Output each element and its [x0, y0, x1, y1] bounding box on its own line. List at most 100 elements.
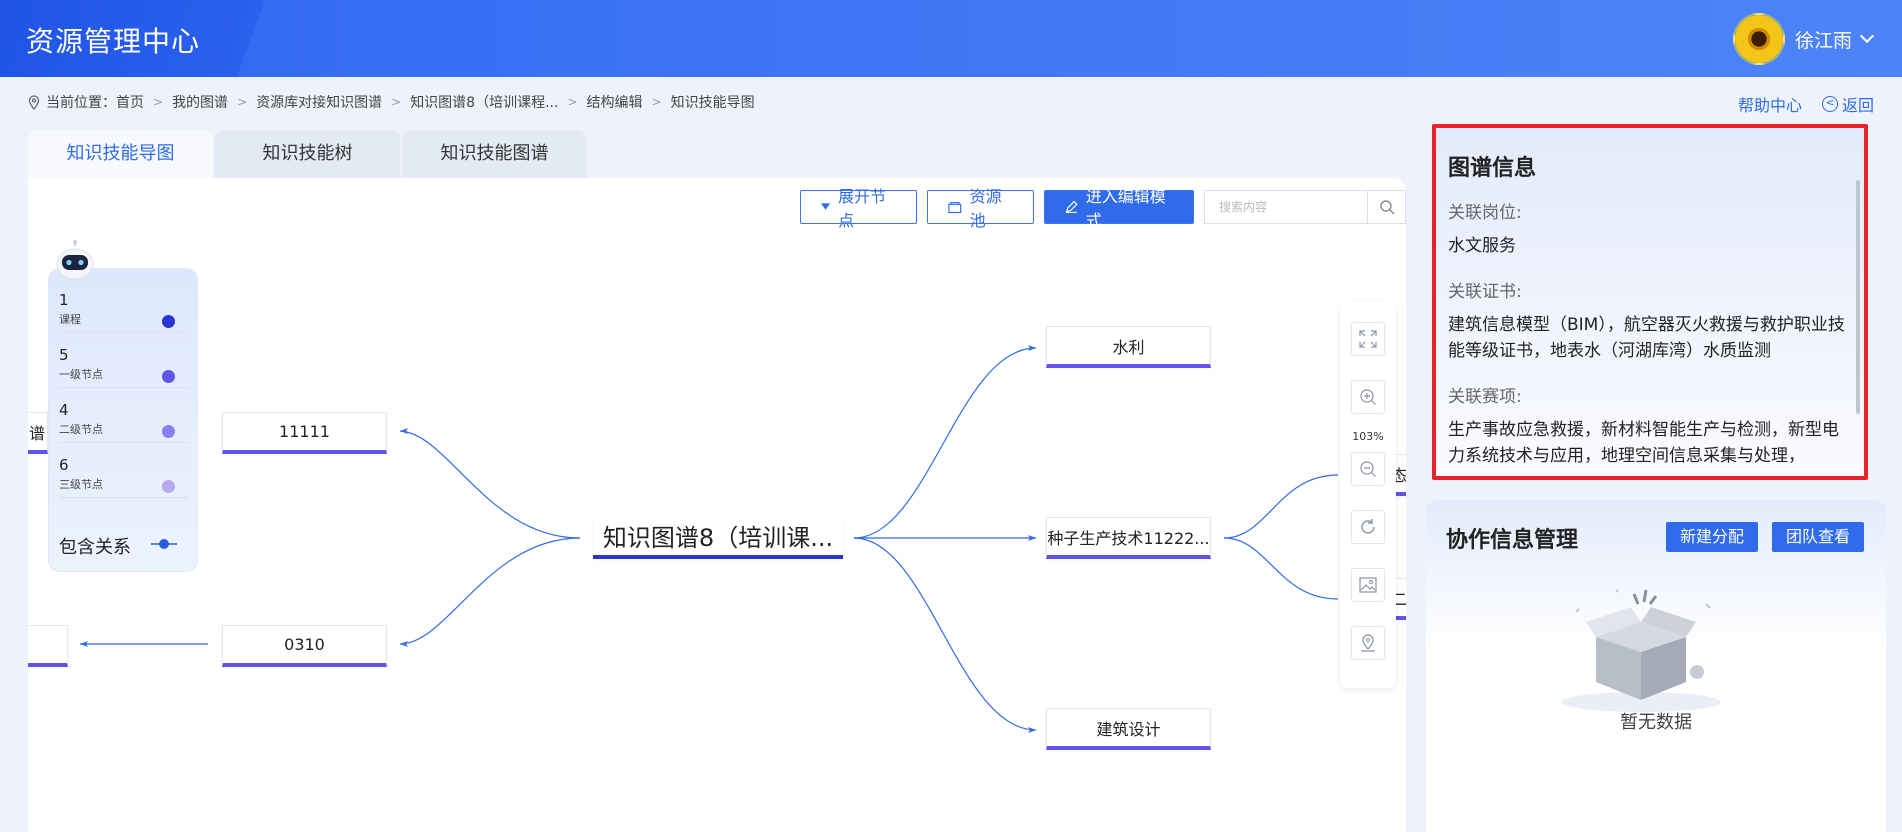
- location-pin-icon: [28, 94, 40, 110]
- zoom-in-button[interactable]: [1351, 380, 1385, 414]
- breadcrumb-item-graph[interactable]: 知识图谱8（培训课程...: [410, 95, 559, 111]
- mindmap-node[interactable]: 11111: [222, 412, 387, 454]
- search-box: 搜索内容: [1204, 190, 1406, 224]
- relation-label: 包含关系: [59, 537, 131, 558]
- graph-info-panel: 图谱信息 关联岗位: 水文服务 关联证书: 建筑信息模型（BIM），航空器灭火救…: [1432, 124, 1868, 480]
- view-tabs: 知识技能导图 知识技能树 知识技能图谱: [28, 130, 587, 178]
- breadcrumb-item-my-graphs[interactable]: 我的图谱: [172, 95, 229, 111]
- mindmap-center-node[interactable]: 知识图谱8（培训课...: [593, 515, 843, 559]
- top-bar-accent: [0, 0, 350, 77]
- mindmap-canvas[interactable]: 展开节点 资源池 进入编辑模式 搜索内容: [28, 178, 1406, 832]
- chevron-right-icon: >: [567, 95, 578, 109]
- image-icon: [1359, 577, 1377, 593]
- partial-left-text: 谱: [28, 423, 45, 443]
- breadcrumb: 当前位置： 首页 > 我的图谱 > 资源库对接知识图谱 > 知识图谱8（培训课程…: [28, 92, 755, 112]
- legend-label: 课程: [59, 313, 81, 326]
- legend-item-level1: 5 一级节点: [59, 346, 189, 388]
- related-contest-label: 关联赛项:: [1448, 387, 1522, 407]
- app-title: 资源管理中心: [26, 25, 201, 58]
- chevron-right-icon: >: [651, 95, 662, 109]
- empty-box-icon: [1561, 589, 1721, 712]
- box-icon: [948, 201, 962, 213]
- empty-state-text: 暂无数据: [1620, 712, 1692, 733]
- legend-count: 4: [59, 401, 69, 419]
- mindmap-node[interactable]: 0310: [222, 625, 387, 667]
- resource-pool-label: 资源池: [969, 187, 1002, 230]
- legend-dot: [162, 425, 175, 438]
- legend-item-level2: 4 二级节点: [59, 401, 189, 443]
- enter-edit-mode-button[interactable]: 进入编辑模式: [1044, 187, 1195, 230]
- refresh-button[interactable]: [1351, 510, 1385, 544]
- mindmap-node[interactable]: 水利: [1046, 326, 1211, 368]
- back-label[interactable]: 返回: [1841, 96, 1874, 115]
- legend-label: 二级节点: [59, 423, 103, 436]
- legend-count: 1: [59, 291, 69, 309]
- collab-panel: 协作信息管理 新建分配 团队查看 暂无数据: [1426, 500, 1886, 832]
- enter-edit-mode-label: 进入编辑模式: [1085, 187, 1166, 230]
- tab-skill-tree[interactable]: 知识技能树: [215, 130, 400, 178]
- relation-line-icon: [151, 539, 177, 549]
- breadcrumb-item-structure-edit[interactable]: 结构编辑: [586, 95, 643, 111]
- location-icon: [1361, 634, 1375, 652]
- robot-assistant-icon[interactable]: [55, 240, 95, 280]
- mindmap-node-partial[interactable]: [28, 625, 68, 667]
- divider: [59, 442, 189, 443]
- back-arrow-icon: <: [1821, 96, 1838, 112]
- zoom-out-button[interactable]: [1351, 452, 1385, 486]
- divider: [59, 332, 189, 333]
- related-post-value: 水文服务: [1448, 236, 1516, 256]
- locate-button[interactable]: [1351, 626, 1385, 660]
- canvas-toolbar: 展开节点 资源池 进入编辑模式 搜索内容: [800, 187, 1406, 230]
- zoom-level: 103%: [1352, 430, 1384, 443]
- search-button[interactable]: [1368, 190, 1406, 224]
- related-cert-label: 关联证书:: [1448, 282, 1522, 302]
- top-bar: 资源管理中心 徐江雨: [0, 0, 1902, 77]
- chevron-right-icon: >: [391, 95, 402, 109]
- collab-title: 协作信息管理: [1446, 528, 1579, 553]
- legend-dot: [162, 315, 175, 328]
- breadcrumb-prefix: 当前位置：: [46, 95, 116, 111]
- legend-dot: [162, 480, 175, 493]
- expand-nodes-label: 展开节点: [838, 187, 887, 230]
- search-icon: [1379, 200, 1395, 215]
- resource-pool-button[interactable]: 资源池: [927, 187, 1035, 230]
- search-input[interactable]: 搜索内容: [1204, 190, 1369, 224]
- tab-skill-mindmap[interactable]: 知识技能导图: [28, 130, 213, 178]
- refresh-icon: [1361, 519, 1375, 534]
- tab-skill-graph[interactable]: 知识技能图谱: [402, 130, 587, 178]
- back-link[interactable]: < 返回: [1821, 92, 1874, 116]
- legend-count: 5: [59, 346, 69, 364]
- zoom-controls: 103%: [1340, 302, 1396, 688]
- top-links: 帮助中心 < 返回: [1738, 92, 1874, 116]
- team-view-button[interactable]: 团队查看: [1772, 522, 1865, 552]
- pencil-icon: [1065, 200, 1078, 214]
- related-contest-value: 生产事故应急救援，新材料智能生产与检测，新型电力系统技术与应用，地理空间信息采集…: [1448, 420, 1839, 466]
- mindmap-node[interactable]: 种子生产技术11222...: [1046, 517, 1211, 559]
- mindmap-edges: [80, 345, 1339, 733]
- zoom-out-icon: [1360, 461, 1376, 477]
- divider: [59, 497, 189, 498]
- user-name[interactable]: 徐江雨: [1794, 29, 1852, 52]
- breadcrumb-item-home[interactable]: 首页: [116, 95, 144, 111]
- breadcrumb-item-library[interactable]: 资源库对接知识图谱: [256, 95, 383, 111]
- help-center-link[interactable]: 帮助中心: [1737, 96, 1802, 115]
- new-assignment-button[interactable]: 新建分配: [1666, 522, 1759, 552]
- fullscreen-button[interactable]: [1351, 322, 1385, 356]
- zoom-in-icon: [1360, 389, 1376, 405]
- chevron-right-icon: >: [237, 95, 248, 109]
- scrollbar[interactable]: [1856, 180, 1860, 414]
- legend-label: 一级节点: [59, 368, 103, 381]
- user-menu[interactable]: 徐江雨: [1732, 13, 1875, 65]
- related-cert-value: 建筑信息模型（BIM），航空器灭火救援与救护职业技能等级证书，地表水（河湖库湾）…: [1448, 315, 1845, 361]
- export-image-button[interactable]: [1351, 568, 1385, 602]
- fullscreen-icon: [1359, 330, 1377, 348]
- graph-info-title: 图谱信息: [1448, 156, 1537, 181]
- expand-nodes-button[interactable]: 展开节点: [800, 187, 918, 230]
- related-post-label: 关联岗位:: [1448, 203, 1522, 223]
- breadcrumb-item-current: 知识技能导图: [670, 95, 755, 111]
- mindmap-node[interactable]: 建筑设计: [1046, 708, 1211, 750]
- divider: [59, 387, 189, 388]
- mindmap-node-partial-left[interactable]: 谱: [28, 412, 48, 454]
- avatar[interactable]: [1732, 13, 1785, 65]
- chevron-down-icon[interactable]: [1859, 28, 1875, 44]
